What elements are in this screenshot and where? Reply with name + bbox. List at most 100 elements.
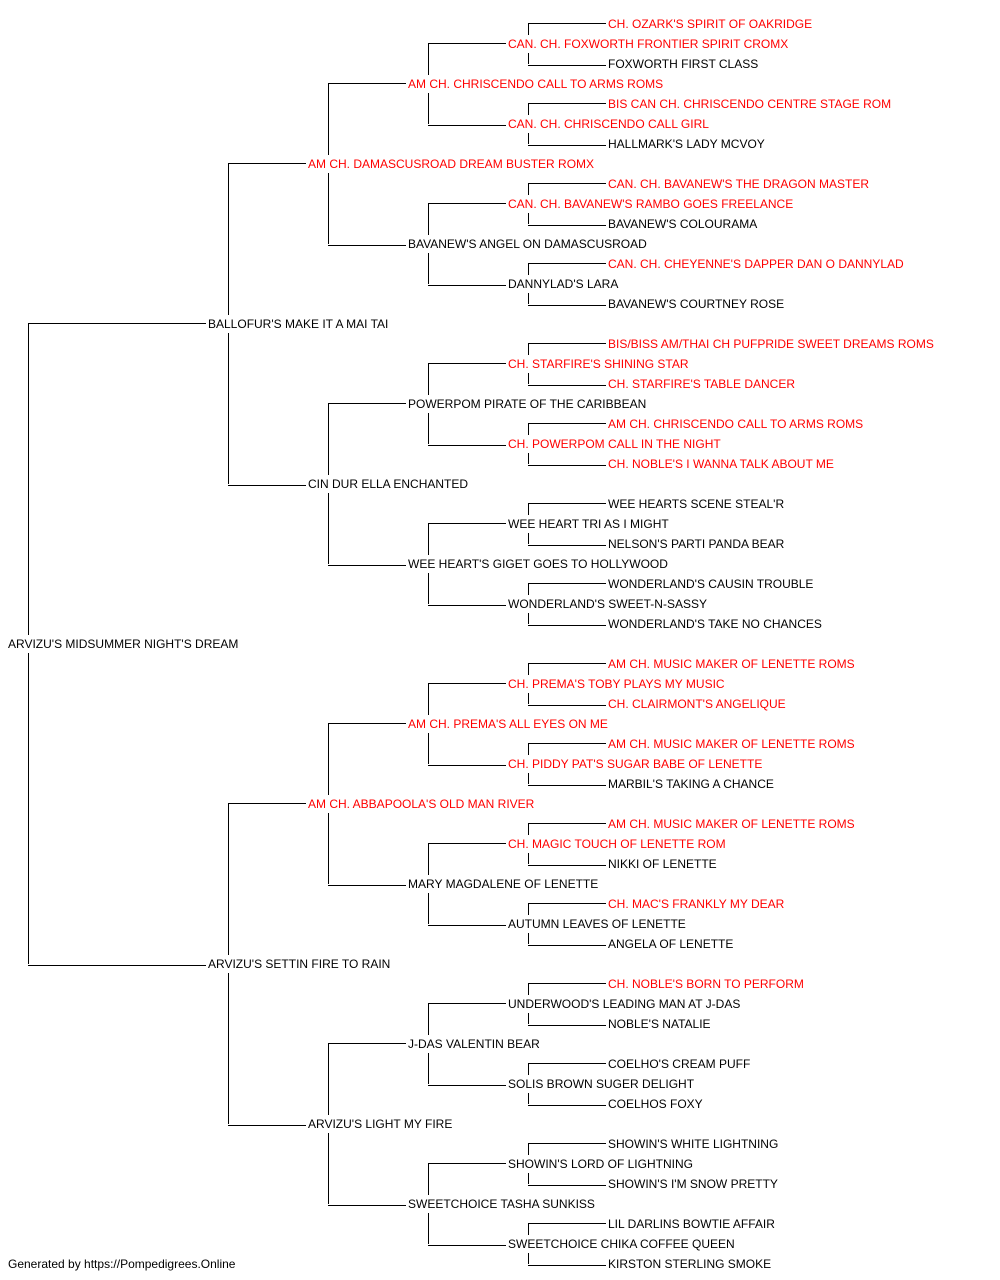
ancestor-name: AM CH. MUSIC MAKER OF LENETTE ROMS [608, 657, 855, 671]
connector-line [428, 1003, 506, 1004]
connector-line [528, 133, 529, 144]
ancestor-name: NIKKI OF LENETTE [608, 857, 717, 871]
ancestor-name: CAN. CH. CHEYENNE'S DAPPER DAN O DANNYLA… [608, 257, 904, 271]
connector-line [528, 1143, 606, 1144]
ancestor-name: SHOWIN'S LORD OF LIGHTNING [508, 1157, 693, 1171]
connector-line [428, 1085, 506, 1086]
footer-credit: Generated by https://Pompedigrees.Online [8, 1257, 236, 1271]
connector-line [528, 65, 606, 66]
connector-line [528, 613, 529, 624]
connector-line [328, 1133, 329, 1204]
connector-line [328, 1205, 406, 1206]
connector-line [528, 293, 529, 304]
connector-line [528, 933, 529, 944]
connector-line [528, 184, 529, 195]
ancestor-name: KIRSTON STERLING SMOKE [608, 1257, 772, 1271]
connector-line [328, 403, 406, 404]
connector-line [528, 343, 606, 344]
connector-line [428, 843, 506, 844]
connector-line [428, 285, 506, 286]
ancestor-name: CAN. CH. FOXWORTH FRONTIER SPIRIT CROMX [508, 37, 789, 51]
ancestor-name: DANNYLAD'S LARA [508, 277, 619, 291]
ancestor-name: SHOWIN'S WHITE LIGHTNING [608, 1137, 779, 1151]
connector-line [528, 373, 529, 384]
connector-line [328, 1044, 329, 1115]
connector-line [528, 743, 606, 744]
connector-line [428, 1213, 429, 1244]
ancestor-name: MARBIL'S TAKING A CHANCE [608, 777, 774, 791]
connector-line [428, 523, 506, 524]
ancestor-name: AM CH. MUSIC MAKER OF LENETTE ROMS [608, 817, 855, 831]
connector-line [428, 253, 429, 284]
connector-line [528, 625, 606, 626]
connector-line [328, 404, 329, 475]
ancestor-name: FOXWORTH FIRST CLASS [608, 57, 759, 71]
connector-line [528, 983, 606, 984]
connector-line [328, 83, 406, 84]
connector-line [528, 1144, 529, 1155]
connector-line [28, 965, 206, 966]
ancestor-name: J-DAS VALENTIN BEAR [408, 1037, 540, 1051]
connector-line [528, 824, 529, 835]
connector-line [528, 1093, 529, 1104]
connector-line [528, 225, 606, 226]
connector-line [228, 1125, 306, 1126]
ancestor-name: CIN DUR ELLA ENCHANTED [308, 477, 469, 491]
connector-line [328, 885, 406, 886]
connector-line [228, 485, 306, 486]
ancestor-name: CH. NOBLE'S BORN TO PERFORM [608, 977, 804, 991]
ancestor-name: COELHO'S CREAM PUFF [608, 1057, 751, 1071]
connector-line [528, 503, 606, 504]
connector-line [528, 984, 529, 995]
connector-line [528, 1223, 606, 1224]
connector-line [528, 1063, 606, 1064]
ancestor-name: CH. PIDDY PAT'S SUGAR BABE OF LENETTE [508, 757, 763, 771]
ancestor-name: NOBLE'S NATALIE [608, 1017, 711, 1031]
ancestor-name: CH. NOBLE'S I WANNA TALK ABOUT ME [608, 457, 834, 471]
ancestor-name: AM CH. DAMASCUSROAD DREAM BUSTER ROMX [308, 157, 595, 171]
connector-line [428, 1164, 429, 1195]
connector-line [28, 323, 206, 324]
connector-line [228, 804, 229, 955]
connector-line [528, 1253, 529, 1264]
connector-line [428, 44, 429, 75]
connector-line [28, 653, 29, 964]
ancestor-name: CH. STARFIRE'S TABLE DANCER [608, 377, 795, 391]
connector-line [428, 765, 506, 766]
ancestor-name: NELSON'S PARTI PANDA BEAR [608, 537, 785, 551]
connector-line [528, 465, 606, 466]
connector-line [228, 973, 229, 1124]
connector-line [528, 705, 606, 706]
connector-line [528, 773, 529, 784]
connector-line [528, 1013, 529, 1024]
ancestor-name: CH. PREMA'S TOBY PLAYS MY MUSIC [508, 677, 725, 691]
ancestor-name: WEE HEART'S GIGET GOES TO HOLLYWOOD [408, 557, 668, 571]
connector-line [428, 445, 506, 446]
connector-line [428, 1053, 429, 1084]
connector-line [228, 164, 229, 315]
connector-line [428, 524, 429, 555]
connector-line [428, 733, 429, 764]
connector-line [428, 1245, 506, 1246]
connector-line [328, 565, 406, 566]
ancestor-name: POWERPOM PIRATE OF THE CARIBBEAN [408, 397, 647, 411]
ancestor-name: BIS CAN CH. CHRISCENDO CENTRE STAGE ROM [608, 97, 892, 111]
ancestor-name: UNDERWOOD'S LEADING MAN AT J-DAS [508, 997, 741, 1011]
connector-line [328, 723, 406, 724]
connector-line [428, 364, 429, 395]
connector-line [428, 125, 506, 126]
ancestor-name: WONDERLAND'S TAKE NO CHANCES [608, 617, 822, 631]
connector-line [528, 423, 606, 424]
connector-line [528, 664, 529, 675]
connector-line [28, 324, 29, 635]
ancestor-name: AM CH. MUSIC MAKER OF LENETTE ROMS [608, 737, 855, 751]
ancestor-name: BAVANEW'S ANGEL ON DAMASCUSROAD [408, 237, 647, 251]
connector-line [528, 1224, 529, 1235]
connector-line [428, 1004, 429, 1035]
connector-line [428, 844, 429, 875]
connector-line [428, 1163, 506, 1164]
connector-line [528, 1173, 529, 1184]
connector-line [228, 333, 229, 484]
connector-line [328, 813, 329, 884]
subject-dog-name: ARVIZU'S MIDSUMMER NIGHT'S DREAM [8, 637, 239, 651]
